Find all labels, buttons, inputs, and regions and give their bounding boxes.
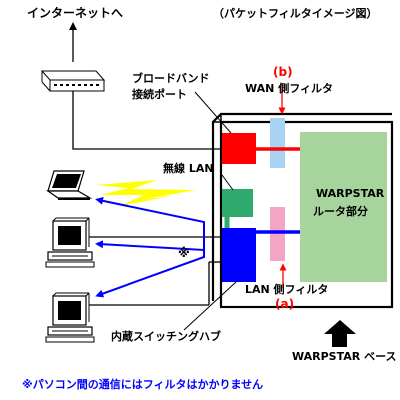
broadband-port-label-line1: ブロードバンド xyxy=(132,72,210,85)
path-mark: ※ xyxy=(178,246,190,260)
desktop-pc-2-icon xyxy=(45,292,95,343)
lan-filter-mark: (a) xyxy=(275,297,295,311)
footnote: ※パソコン間の通信にはフィルタはかかりません xyxy=(22,378,264,391)
laptop-icon xyxy=(46,170,93,200)
pc-path-pc2 xyxy=(95,250,205,298)
wireless-lan-block xyxy=(222,189,253,217)
lan-filter-block xyxy=(270,207,285,261)
lan-filter-label: LAN 側フィルタ xyxy=(245,283,329,296)
wan-filter-mark: (b) xyxy=(273,65,293,79)
warpstar-base-label: WARPSTAR ベース xyxy=(292,350,397,363)
router-label-line1: WARPSTAR xyxy=(316,187,385,200)
modem-icon xyxy=(40,70,106,92)
internet-label: インターネットへ xyxy=(27,6,124,20)
internal-hub-label: 内蔵スイッチングハブ xyxy=(111,330,221,343)
wireless-lightning-icon xyxy=(96,180,196,206)
wireless-lan-label: 無線 LAN xyxy=(163,162,214,175)
wan-filter-label: WAN 側フィルタ xyxy=(245,82,333,95)
broadband-port-leader xyxy=(194,91,232,134)
wan-cable xyxy=(72,91,222,150)
wan-filter-block xyxy=(270,118,285,168)
broadband-port-block xyxy=(222,133,256,164)
router-label-line2: ルータ部分 xyxy=(313,205,368,218)
diagram-caption: （パケットフィルタイメージ図） xyxy=(213,7,378,20)
internal-hub-block xyxy=(222,228,256,282)
wireless-lan-leader xyxy=(221,174,234,191)
warpstar-base-arrow xyxy=(324,320,356,347)
broadband-port-label-line2: 接続ポート xyxy=(132,88,187,101)
router-block xyxy=(300,132,387,282)
desktop-pc-1-icon xyxy=(45,217,95,268)
pc-path-laptop xyxy=(95,196,205,229)
internal-hub-leader xyxy=(183,281,237,331)
